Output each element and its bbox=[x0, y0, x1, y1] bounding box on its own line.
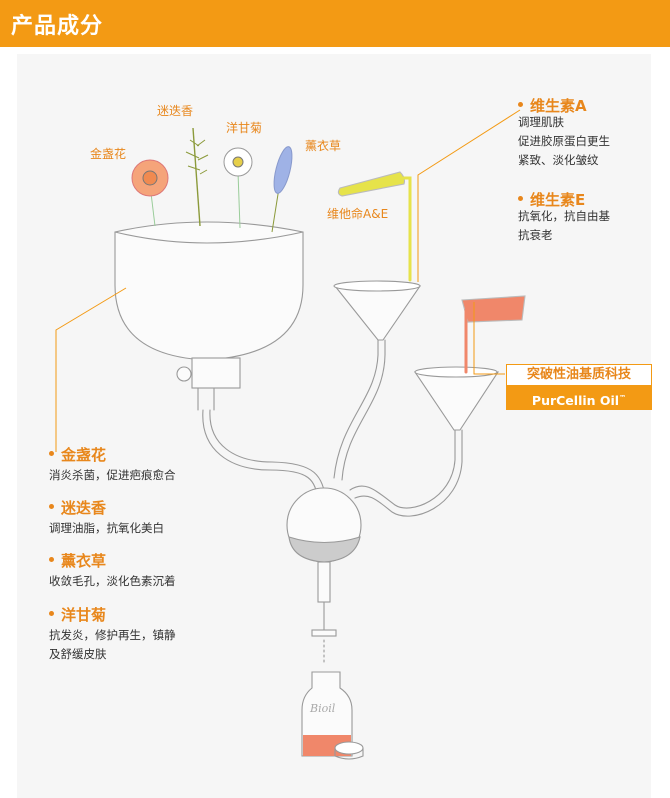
bullet-icon bbox=[49, 611, 54, 616]
purcellin-badge: 突破性油基质科技 PurCellin Oil™ bbox=[506, 364, 652, 410]
vitamin-e-title: 维生素E bbox=[518, 189, 585, 210]
bullet-icon bbox=[518, 102, 523, 107]
bullet-icon bbox=[518, 196, 523, 201]
vitamin-e-desc: 抗氧化，抗自由基 抗衰老 bbox=[518, 209, 610, 242]
header-bar: 产品成分 bbox=[0, 0, 670, 47]
funnel-middle bbox=[333, 285, 422, 341]
marigold-title: 金盏花 bbox=[49, 444, 106, 465]
bowl bbox=[114, 221, 304, 361]
bullet-icon bbox=[49, 451, 54, 456]
label-chamomile: 洋甘菊 bbox=[226, 121, 263, 135]
page-title: 产品成分 bbox=[11, 14, 104, 39]
rosemary-title: 迷迭香 bbox=[49, 497, 106, 518]
tube-left bbox=[202, 409, 319, 501]
vitamin-test-tube bbox=[337, 171, 406, 197]
bottle-brand: Bioil bbox=[309, 702, 336, 715]
bowl-stem bbox=[191, 357, 241, 389]
badge-brand: PurCellin Oil™ bbox=[506, 386, 652, 410]
marigold-desc: 消炎杀菌，促进疤痕愈合 bbox=[49, 468, 176, 482]
lavender-desc: 收敛毛孔，淡化色素沉着 bbox=[49, 574, 176, 588]
vitamin-a-title: 维生素A bbox=[518, 95, 587, 116]
badge-tagline: 突破性油基质科技 bbox=[506, 364, 652, 386]
bullet-icon bbox=[49, 557, 54, 562]
bullet-icon bbox=[49, 504, 54, 509]
chamomile-desc: 抗发炎，修护再生，镇静 及舒缓皮肤 bbox=[49, 628, 176, 661]
rosemary-desc: 调理油脂，抗氧化美白 bbox=[49, 521, 164, 535]
label-vitamin-ae: 维他命A&E bbox=[327, 207, 389, 221]
funnel-right bbox=[413, 371, 500, 431]
chamomile-title: 洋甘菊 bbox=[49, 604, 106, 625]
rosemary-sprig bbox=[192, 127, 201, 227]
label-rosemary: 迷迭香 bbox=[157, 104, 194, 118]
lavender-title: 薰衣草 bbox=[49, 550, 106, 571]
oil-beaker bbox=[461, 295, 526, 323]
label-lavender: 薰衣草 bbox=[305, 139, 342, 153]
vitamin-a-desc: 调理肌肤 促进胶原蛋白更生 紧致、淡化皱纹 bbox=[518, 115, 610, 167]
label-marigold: 金盏花 bbox=[90, 147, 127, 161]
